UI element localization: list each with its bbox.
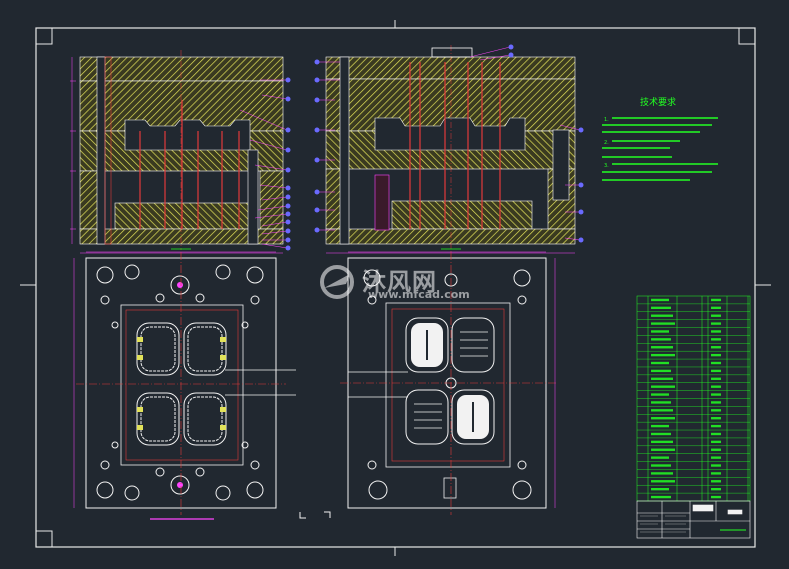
bom-cell-text (651, 401, 671, 404)
bom-cell-text (651, 472, 673, 475)
bom-cell-text (651, 330, 669, 333)
mfcad-logo-icon (320, 265, 354, 299)
bom-cell-text (651, 440, 673, 444)
bom-cell-text (651, 346, 673, 349)
bom-cell-text (651, 298, 669, 302)
bom-cell-text (711, 456, 721, 459)
bom-cell-text (711, 353, 721, 357)
bom-cell-text (711, 401, 721, 404)
bom-cell-text (711, 480, 721, 483)
bom-cell-text (651, 361, 669, 365)
technical-requirements-title: 技术要求 (640, 98, 677, 108)
bom-cell-text (651, 393, 669, 396)
bom-cell-text (711, 424, 721, 428)
bom-cell-text (651, 417, 675, 420)
bom-cell-text (711, 409, 721, 412)
bom-cell-text (651, 306, 671, 310)
bom-cell-text (651, 464, 671, 467)
bom-cell-text (711, 385, 721, 388)
bom-cell-text (711, 487, 721, 491)
bom-cell-text (711, 338, 721, 341)
bom-rows (637, 303, 750, 494)
bom-cell-text (711, 472, 721, 475)
bom-cell-text (651, 456, 669, 459)
bom-cell-text (711, 417, 721, 420)
title-block (636, 500, 751, 539)
bom-cell-text (651, 377, 673, 380)
bom-cell-text (651, 338, 671, 341)
bom-cell-text (711, 306, 721, 310)
bom-cell-text (711, 432, 721, 436)
bom-cell-text (651, 409, 673, 412)
section-view-left (70, 50, 291, 254)
watermark-url: www.mfcad.com (368, 288, 470, 301)
section-view-right (314, 44, 584, 254)
bom-cell-text (711, 298, 721, 302)
bom-cell-text (711, 361, 721, 365)
bom-cell-text (651, 495, 671, 499)
bom-cell-text (711, 448, 721, 451)
watermark-title: 沐风网 (362, 268, 437, 296)
bom-cell-text (711, 322, 721, 325)
plan-view-left (73, 251, 296, 515)
bom-cell-text (651, 322, 675, 325)
bom-cell-text (711, 314, 721, 317)
technical-requirement-3: 3. (604, 163, 609, 169)
bom-cell-text (711, 330, 721, 333)
plan-view-right (299, 251, 556, 519)
bom-cell-text (651, 314, 673, 317)
bom-cell-text (651, 432, 671, 436)
technical-requirement-1: 1. (604, 117, 609, 123)
bom-cell-text (651, 448, 675, 451)
bom-cell-text (711, 495, 721, 499)
bom-cell-text (711, 346, 721, 349)
bom-cell-text (651, 424, 669, 428)
bom-cell-text (651, 353, 675, 357)
bom-cell-text (651, 369, 671, 373)
bom-cell-text (651, 487, 669, 491)
technical-requirement-2: 2. (604, 140, 609, 146)
bom-cell-text (651, 480, 675, 483)
bom-row-fills (651, 298, 721, 499)
bom-cell-text (711, 369, 721, 373)
bom-cell-text (711, 464, 721, 467)
bom-cell-text (711, 377, 721, 380)
sheet-frame (20, 20, 771, 556)
bom-cell-text (651, 385, 675, 388)
bom-cell-text (711, 393, 721, 396)
bom-cell-text (711, 440, 721, 444)
